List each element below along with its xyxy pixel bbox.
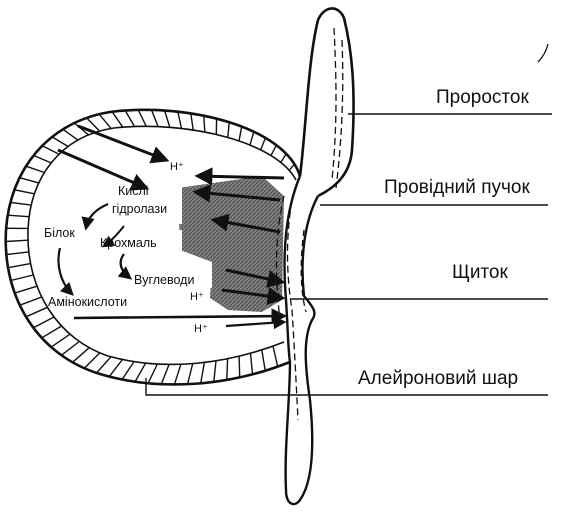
aleurone-cell-wall: [204, 116, 205, 132]
vascular-bundle-label: Провідний пучок: [384, 177, 530, 198]
aleurone-cell-wall: [122, 362, 134, 380]
aleurone-cell-wall: [73, 348, 90, 363]
aleurone-cell-wall: [188, 364, 193, 385]
aleurone-cell-wall: [42, 146, 59, 155]
aleurone-cell-wall: [97, 357, 111, 373]
aleurone-cell-wall: [6, 252, 29, 255]
acid-hydrolases-label-2: гідролази: [112, 202, 167, 216]
aleurone-cell-wall: [165, 111, 170, 128]
aleurone-cell-wall: [6, 240, 28, 241]
aleurone-cell-wall: [52, 137, 68, 147]
aleurone-cell-wall: [125, 111, 134, 127]
outer-labels: Проросток Провідний пучок Щиток Алейроно…: [358, 87, 530, 389]
stray-mark: [538, 44, 548, 62]
aleurone-cell-wall: [228, 122, 230, 137]
aleurone-cell-wall: [227, 359, 228, 380]
aleurone-cell-wall: [109, 360, 122, 377]
arrow-top: [78, 126, 166, 160]
aleurone-cell-wall: [161, 364, 169, 384]
protein-label: Білок: [44, 226, 75, 240]
aleurone-cell-wall: [262, 350, 265, 371]
aleurone-cell-wall: [15, 286, 37, 293]
aleurone-cell-wall: [20, 297, 42, 305]
aleurone-cell-wall: [63, 129, 78, 140]
aleurone-cell-wall: [201, 362, 205, 383]
arrow-secretion-1: [198, 176, 284, 178]
aleurone-cell-wall: [62, 342, 80, 356]
aleurone-cell-wall: [20, 178, 39, 183]
aleurone-cell-wall: [11, 202, 32, 205]
aleurone-cell-wall: [11, 275, 34, 281]
aleurone-cell-wall: [135, 363, 146, 382]
aleurone-cell-wall: [152, 110, 159, 127]
aleurone-cell-wall: [261, 138, 266, 150]
arrow-upper-left: [58, 150, 146, 188]
carbohydrates-label: Вуглеводи: [134, 273, 194, 287]
aleurone-cell-wall: [239, 127, 242, 141]
aleurone-cell-wall: [251, 353, 253, 374]
sprout: [300, 8, 354, 196]
aleurone-cell-wall: [148, 364, 157, 383]
aleurone-cell-wall: [250, 132, 254, 145]
aleurone-cell-wall: [112, 112, 123, 128]
aleurone-cell-wall: [214, 361, 216, 382]
starch-label: Крохмаль: [100, 236, 157, 250]
aleurone-layer-label: Алейроновий шар: [358, 368, 518, 389]
aleurone-cell-wall: [51, 334, 70, 347]
arrow-to-protein: [86, 204, 108, 228]
acid-hydrolases-label-1: Кислі: [118, 184, 149, 198]
aleurone-cell-wall: [239, 356, 240, 377]
aleurone-cell-wall: [138, 110, 146, 126]
aleurone-cell-wall: [8, 264, 31, 268]
proton-mid-label: H⁺: [190, 291, 204, 303]
sprout-label: Проросток: [436, 87, 529, 108]
aleurone-cell-wall: [26, 166, 44, 172]
proton-low-label: H⁺: [194, 323, 208, 335]
aleurone-cell-wall: [174, 364, 181, 384]
aleurone-cell-wall: [33, 317, 54, 328]
aleurone-cell-wall: [281, 154, 287, 163]
aleurone-cell-wall: [99, 114, 111, 128]
arrow-proton-low: [226, 322, 284, 326]
aleurone-cell-wall: [178, 112, 182, 129]
aleurone-cell-wall: [273, 346, 278, 367]
aleurone-cell-wall: [14, 190, 34, 194]
arrow-aminoacid-uptake: [74, 316, 284, 318]
amino-acids-label: Амінокислоти: [48, 295, 127, 309]
arrow-protein-to-aminoacids: [59, 248, 73, 294]
aleurone-cell-wall: [34, 156, 52, 163]
aleurone-cell-wall: [191, 113, 193, 130]
aleurone-cell-wall: [26, 307, 47, 317]
scutellum-label: Щиток: [452, 262, 508, 283]
aleurone-cell-wall: [42, 326, 62, 338]
aleurone-cell-wall: [84, 353, 100, 368]
aleurone-cell-wall: [8, 215, 30, 217]
aleurone-cell-wall: [271, 145, 276, 155]
proton-top-label: H⁺: [170, 161, 184, 173]
aleurone-cell-wall: [289, 164, 294, 170]
